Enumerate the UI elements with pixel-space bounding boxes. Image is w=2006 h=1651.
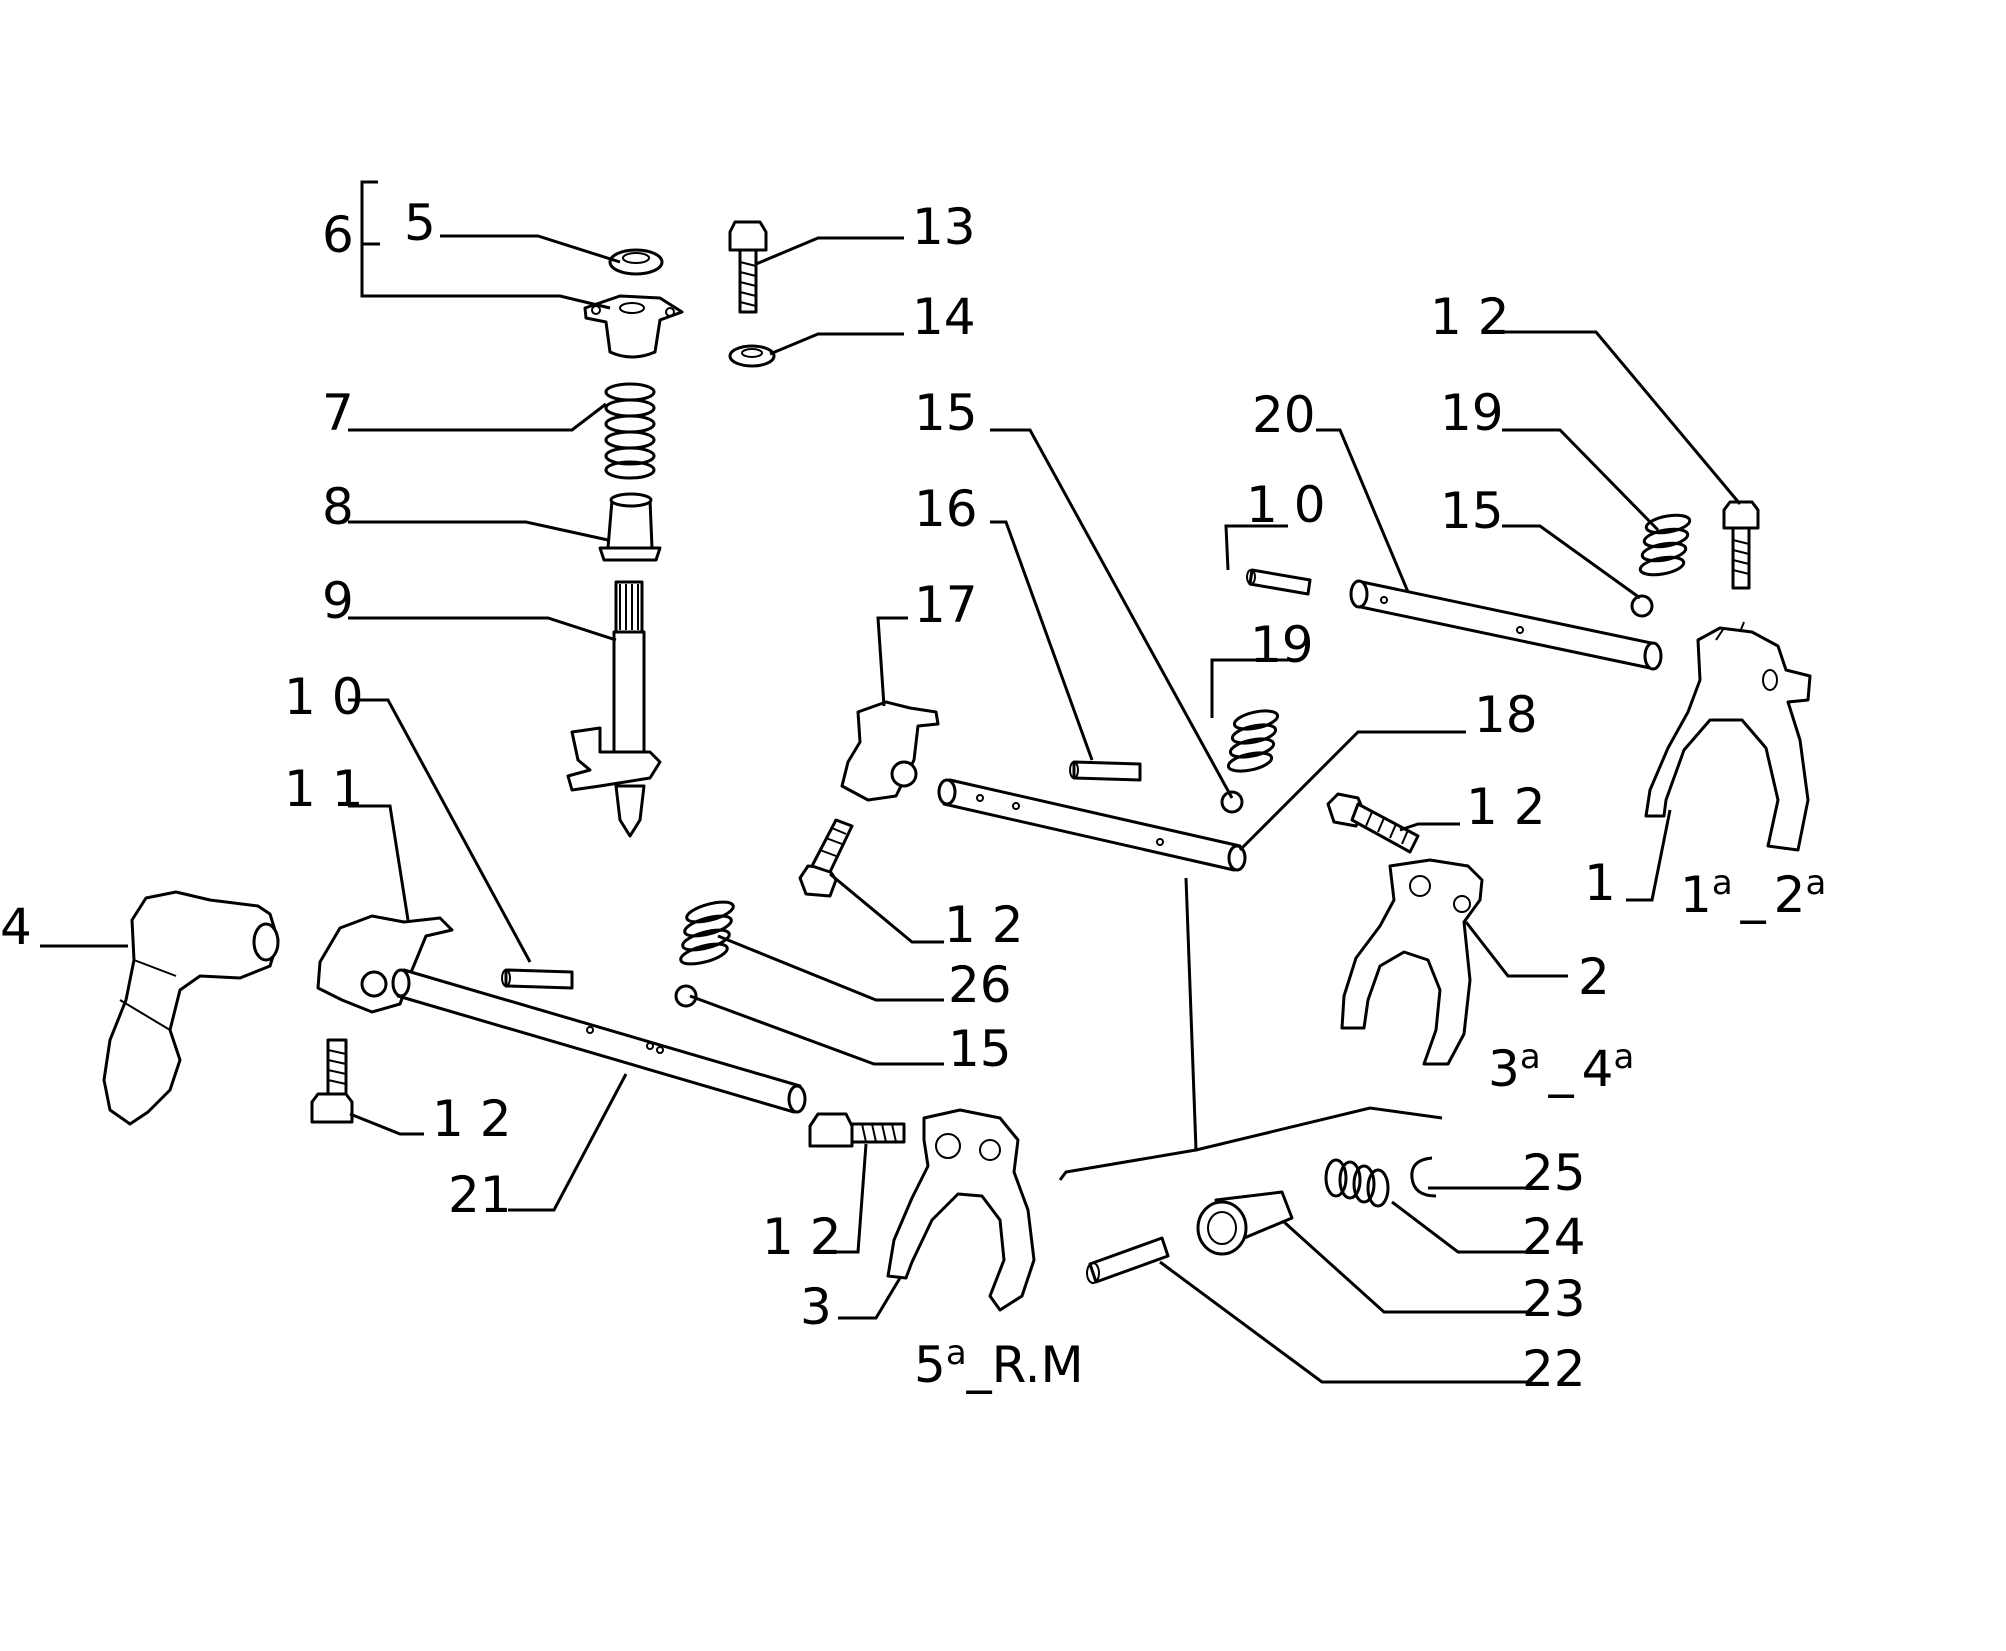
- part-pin-22: [1086, 1236, 1170, 1284]
- part-circlip-25: [1410, 1156, 1437, 1198]
- part-flange-cover-6: [583, 294, 684, 359]
- callout-10: 1 0: [1246, 476, 1326, 534]
- part-plunger-23: [1196, 1190, 1294, 1256]
- part-bolt-12-lower-left: [310, 1038, 354, 1124]
- callout-15: 15: [914, 384, 978, 442]
- part-bolt-12-mid-right: [1326, 792, 1420, 854]
- callout-3: 3: [800, 1278, 832, 1336]
- part-fork-1: [1644, 621, 1812, 852]
- callout-11: 1 1: [284, 760, 364, 818]
- part-spring-26: [679, 900, 735, 966]
- part-bolt-12-mid-left: [798, 818, 854, 898]
- callout-12: 1 2: [432, 1090, 512, 1148]
- callout-5: 5: [404, 194, 436, 252]
- callout-15: 15: [948, 1020, 1012, 1078]
- part-ball-15-middle: [1220, 790, 1244, 814]
- callout-6: 6: [322, 206, 354, 264]
- callout-24: 24: [1522, 1208, 1586, 1266]
- part-seal-ring-5: [608, 248, 664, 276]
- part-washer-14: [728, 344, 776, 368]
- callout-7: 7: [322, 384, 354, 442]
- part-guide-block-11: [316, 914, 454, 1014]
- callout-4: 4: [0, 898, 32, 956]
- part-rod-20: [1349, 579, 1663, 671]
- callout-15: 15: [1440, 482, 1504, 540]
- part-spring-7: [604, 382, 656, 480]
- part-pin-10-lower: [501, 968, 574, 990]
- part-lever-4: [102, 890, 280, 1126]
- callout-2: 2: [1578, 948, 1610, 1006]
- callout-21: 21: [448, 1166, 512, 1224]
- callout-12: 1 2: [944, 896, 1024, 954]
- callout-12: 1 2: [1466, 778, 1546, 836]
- part-pin-16: [1069, 760, 1142, 782]
- gear-label-5-rm: 5a_R.M: [914, 1333, 1084, 1394]
- callout-8: 8: [322, 478, 354, 536]
- part-spring-19-upper: [1638, 513, 1692, 577]
- part-ball-15-lower: [674, 984, 698, 1008]
- part-fork-3: [886, 1108, 1036, 1312]
- callout-labels: 6 5 13 14 1 2 7 15 20 19 8 16 1 0 15 9 1…: [0, 194, 1616, 1398]
- part-selector-shaft-9: [566, 580, 662, 838]
- part-spring-19-lower: [1226, 709, 1280, 773]
- callout-9: 9: [322, 572, 354, 630]
- part-bolt-13: [728, 220, 768, 314]
- gear-label-3-4: 3a_4a: [1488, 1037, 1634, 1098]
- callout-19: 19: [1250, 616, 1314, 674]
- gear-label-1-2: 1a_2a: [1680, 863, 1826, 924]
- callout-26: 26: [948, 956, 1012, 1014]
- callout-12: 1 2: [762, 1208, 842, 1266]
- part-bolt-12-lower-mid: [808, 1112, 906, 1148]
- callout-20: 20: [1252, 386, 1316, 444]
- callout-18: 18: [1474, 686, 1538, 744]
- callout-14: 14: [912, 288, 976, 346]
- part-fork-2: [1340, 858, 1484, 1066]
- part-spring-24: [1324, 1158, 1390, 1208]
- callout-16: 16: [914, 480, 978, 538]
- part-ball-15-upper: [1630, 594, 1654, 618]
- callout-23: 23: [1522, 1270, 1586, 1328]
- part-rod-18: [937, 778, 1247, 872]
- part-rod-21: [391, 968, 807, 1114]
- callout-1: 1: [1584, 854, 1616, 912]
- callout-19: 19: [1440, 384, 1504, 442]
- part-bolt-12-upper-right: [1722, 500, 1760, 590]
- leader-lines: [40, 180, 1742, 1384]
- callout-17: 17: [914, 576, 978, 634]
- callout-22: 22: [1522, 1340, 1586, 1398]
- callout-25: 25: [1522, 1144, 1586, 1202]
- callout-12: 1 2: [1430, 288, 1510, 346]
- callout-10: 1 0: [284, 668, 364, 726]
- callout-13: 13: [912, 198, 976, 256]
- part-pin-10-upper: [1246, 568, 1312, 596]
- part-bushing-8: [598, 492, 662, 562]
- part-guide-block-17: [840, 700, 940, 802]
